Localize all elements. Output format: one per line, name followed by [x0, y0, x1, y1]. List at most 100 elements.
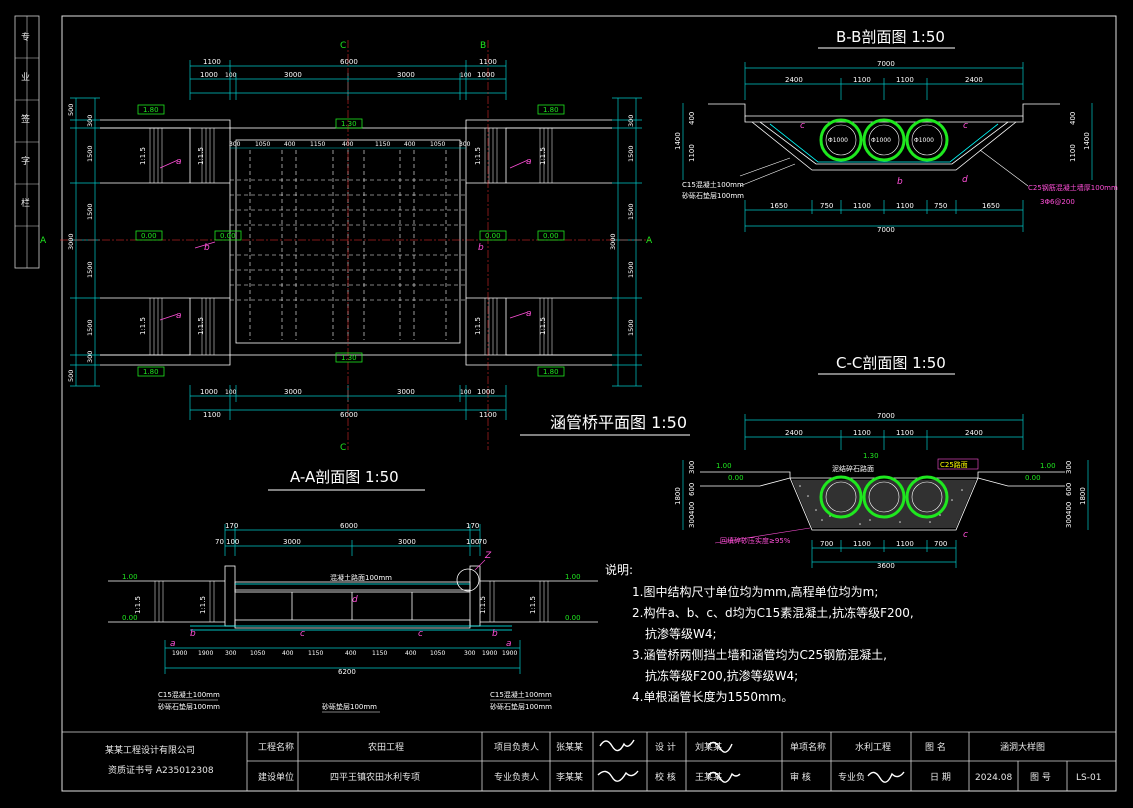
aa-bdim-10: 1050: [430, 650, 445, 657]
aa-bdim-2: 1900: [198, 650, 213, 657]
notes-line-4: 3.涵管桥两侧挡土墙和涵管均为C25钢筋混凝土,: [632, 647, 887, 662]
plan-rdim-3: 1500: [627, 203, 635, 220]
plan-ldim-6: 1500: [86, 261, 94, 278]
aa-dim-3000-r: 3000: [398, 538, 416, 546]
cc-bdim-3600: 3600: [877, 562, 895, 570]
plan-elev-3: 1.80: [543, 106, 559, 114]
plan-dim-100-r: 100: [460, 72, 472, 79]
bb-tag-b: b: [897, 177, 903, 187]
tb-r1-7: 水利工程: [855, 741, 891, 753]
plan-slope-5: 1:1.5: [474, 147, 482, 165]
bb-tag-c: c: [963, 121, 968, 131]
plan-ldim-5: 3000: [67, 233, 75, 250]
plan-elev-4: 0.00: [141, 232, 157, 240]
cc-rdim-2: 600: [1065, 483, 1073, 496]
cc-ldim-5: 1800: [674, 487, 682, 505]
aa-bdim-8: 1150: [372, 650, 387, 657]
plan-elev-6: 0.00: [485, 232, 501, 240]
aa-note-mid: 砂砾垫层100mm: [322, 702, 377, 711]
bb-bdim-7000: 7000: [877, 226, 895, 234]
cc-elev-lleft: 0.00: [728, 474, 744, 482]
cc-bdim-4: 700: [934, 540, 947, 548]
plan-tag-a-1: a: [176, 157, 182, 167]
plan-rdim-1: 300: [627, 115, 635, 127]
cc-elev-left: 1.00: [716, 462, 732, 470]
cc-ldim-4: 300: [688, 515, 696, 528]
plan-bdim-6000: 6000: [340, 411, 358, 419]
aa-slope-3: 1:1.5: [479, 596, 487, 614]
tb-r2-8: 日 期: [930, 772, 951, 783]
tb-r1-3: 张某某: [556, 742, 583, 753]
plan-bdim-1100-l: 1100: [203, 411, 221, 419]
plan-bdim-1000-l: 1000: [200, 388, 218, 396]
bb-tag-c2: c: [800, 121, 805, 131]
cc-dim-2400-l: 2400: [785, 429, 803, 437]
aa-title: A-A剖面图 1:50: [290, 468, 399, 486]
plan-ldim-7: 1500: [86, 319, 94, 336]
tb-r1-0: 工程名称: [258, 741, 294, 753]
company-name: 某某工程设计有限公司: [105, 744, 195, 756]
cc-section: C-C剖面图 1:50 7000 2400 1100 1100 2400: [674, 354, 1089, 570]
strip-text-1: 专: [21, 31, 30, 43]
bb-bdim-1: 1650: [770, 202, 788, 210]
cc-tag-c: c: [963, 530, 968, 540]
plan-idim-7: 400: [404, 141, 416, 148]
aa-tag-3: c: [300, 629, 305, 639]
bb-dim-1100-a: 1100: [853, 76, 871, 84]
aa-dim-100-r: 100: [466, 538, 479, 546]
plan-bdim-3000-l: 3000: [284, 388, 302, 396]
plan-ldim-2: 300: [86, 115, 94, 127]
aa-elev-2: 1.00: [565, 573, 581, 581]
plan-tag-a-3: a: [526, 157, 532, 167]
aa-bdim-4: 1050: [250, 650, 265, 657]
aa-dim-3000-l: 3000: [283, 538, 301, 546]
tb-r2-10: 图 号: [1030, 772, 1051, 783]
plan-tag-b-2: b: [478, 243, 484, 253]
plan-elev-5: 0.00: [220, 232, 236, 240]
plan-tag-b-1: b: [204, 243, 210, 253]
bb-note-l2: 砂砾石垫层100mm: [682, 191, 744, 200]
plan-slope-7: 1:1.5: [474, 317, 482, 335]
plan-bdim-3000-r: 3000: [397, 388, 415, 396]
plan-ldim-9: 500: [67, 370, 75, 382]
plan-mark-a-right: A: [646, 236, 653, 246]
aa-bdim-1: 1900: [172, 650, 187, 657]
tb-r2-2: 专业负责人: [494, 771, 539, 783]
tb-r2-6: 审 核: [790, 771, 811, 783]
cc-elev-top: 1.30: [863, 452, 879, 460]
cc-bdim-1: 700: [820, 540, 833, 548]
bb-note-r2: 3Φ6@200: [1040, 198, 1075, 206]
plan-slope-2: 1:1.5: [197, 147, 205, 165]
cc-dim-2400-r: 2400: [965, 429, 983, 437]
bb-tag-d: d: [962, 175, 968, 185]
aa-note-r2: 砂砾石垫层100mm: [490, 702, 552, 711]
plan-dim-100-l: 100: [225, 72, 237, 79]
bb-ldim-2: 400: [688, 112, 696, 125]
plan-ldim-4: 1500: [86, 203, 94, 220]
tb-r2-4: 校 核: [655, 771, 676, 783]
aa-slope-4: 1:1.5: [529, 596, 537, 614]
aa-bdim-12: 1900: [482, 650, 497, 657]
cc-elev-lright: 0.00: [1025, 474, 1041, 482]
aa-tag-6: a: [506, 639, 512, 649]
plan-elev-10: 1.80: [543, 368, 559, 376]
aa-bdim-13: 1900: [502, 650, 517, 657]
plan-ldim-3: 1500: [86, 145, 94, 162]
tb-r2-3: 李某某: [556, 771, 583, 783]
plan-dim-1100-left: 1100: [203, 58, 221, 66]
plan-rdim-4: 3000: [609, 233, 617, 250]
notes-line-5: 抗冻等级F200,抗渗等级W4;: [645, 668, 798, 683]
aa-dim-6200: 6200: [338, 668, 356, 676]
tb-r1-1: 农田工程: [368, 741, 404, 753]
cc-rdim-1: 300: [1065, 461, 1073, 474]
tb-r2-5: 王某某: [695, 772, 722, 783]
aa-tag-5: c: [418, 629, 423, 639]
strip-text-4: 字: [21, 155, 30, 167]
bb-rdim-2: 400: [1069, 112, 1077, 125]
plan-slope-6: 1:1.5: [539, 147, 547, 165]
aa-note-l2: 砂砾石垫层100mm: [158, 702, 220, 711]
cc-dim-7000: 7000: [877, 412, 895, 420]
tb-r2-7: 专业负: [838, 771, 865, 783]
aa-section: A-A剖面图 1:50 6000 170 170 3000 3000 70 10…: [108, 468, 598, 713]
